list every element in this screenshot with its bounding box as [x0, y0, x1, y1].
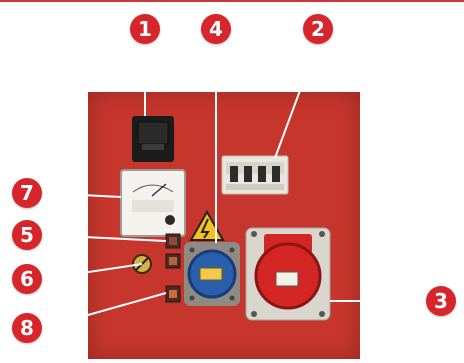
- upper-indicator: [166, 234, 180, 248]
- analog-voltmeter: [121, 170, 185, 236]
- lower-indicator: [166, 286, 180, 302]
- middle-indicator: [166, 254, 180, 268]
- callout-badge-2: 2: [303, 14, 333, 44]
- callout-badge-3: 3: [426, 286, 456, 316]
- warning-sign: [191, 212, 223, 240]
- callout-badge-6: 6: [12, 264, 42, 294]
- callout-badge-7: 7: [12, 178, 42, 208]
- panel-illustration: [88, 92, 360, 359]
- callout-badge-1: 1: [130, 14, 160, 44]
- red-three-phase-socket: [246, 228, 330, 320]
- blue-single-phase-socket: [184, 242, 240, 306]
- rotary-switch: [133, 255, 151, 273]
- callout-badge-8: 8: [12, 313, 42, 343]
- meter-housing: [132, 116, 174, 162]
- callout-badge-5: 5: [12, 220, 42, 250]
- top-accent-rule: [0, 0, 464, 2]
- generator-control-panel: [88, 92, 360, 359]
- circuit-breakers: [222, 156, 288, 194]
- callout-badge-4: 4: [201, 14, 231, 44]
